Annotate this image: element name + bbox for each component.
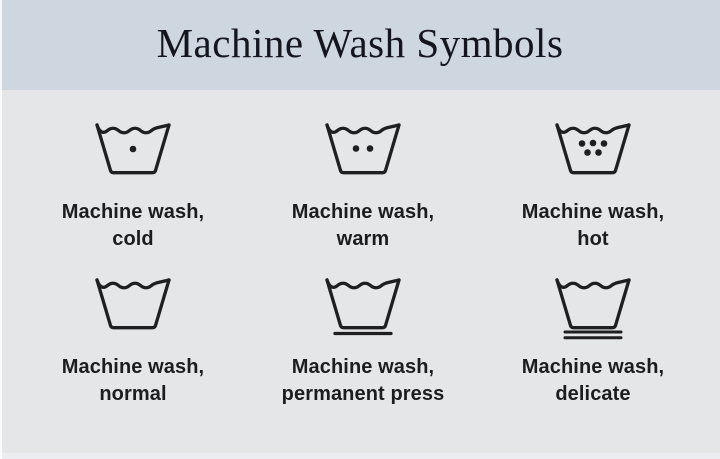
symbol-card-machine-wash-warm: Machine wash, warm: [248, 120, 478, 275]
symbol-label-line2: warm: [336, 227, 390, 250]
symbol-label: Machine wash, permanent press: [282, 354, 445, 407]
symbol-label-line1: Machine wash,: [61, 356, 205, 378]
machine-wash-hot-icon: [553, 120, 633, 186]
symbol-label-line1: Machine wash,: [61, 201, 205, 223]
symbol-card-machine-wash-normal: Machine wash, normal: [18, 275, 248, 459]
symbol-label-line1: Machine wash,: [521, 356, 665, 378]
symbol-label: Machine wash, cold: [62, 199, 204, 252]
machine-wash-warm-icon: [323, 120, 403, 186]
symbol-label-line2: hot: [577, 227, 609, 250]
symbol-card-machine-wash-hot: Machine wash, hot: [478, 120, 708, 275]
symbol-label: Machine wash, normal: [62, 354, 204, 407]
symbol-card-machine-wash-permanent-press: Machine wash, permanent press: [248, 275, 478, 459]
bottom-edge-strip: [0, 453, 720, 459]
left-edge-highlight: [0, 0, 2, 459]
symbol-label: Machine wash, hot: [522, 199, 664, 252]
page-title: Machine Wash Symbols: [156, 19, 564, 66]
symbol-label: Machine wash, delicate: [522, 354, 664, 407]
symbol-card-machine-wash-delicate: Machine wash, delicate: [478, 275, 708, 459]
machine-wash-normal-icon: [93, 275, 173, 341]
symbol-label-line2: permanent press: [281, 382, 445, 405]
symbol-card-machine-wash-cold: Machine wash, cold: [18, 120, 248, 275]
symbol-label: Machine wash, warm: [292, 199, 434, 252]
machine-wash-permanent-press-icon: [323, 275, 403, 341]
symbol-label-line1: Machine wash,: [291, 356, 435, 378]
machine-wash-cold-icon: [93, 120, 173, 186]
header-banner: Machine Wash Symbols: [0, 0, 720, 90]
machine-wash-delicate-icon: [553, 275, 633, 341]
symbol-label-line1: Machine wash,: [291, 201, 435, 223]
symbol-label-line2: cold: [112, 227, 154, 250]
symbol-label-line1: Machine wash,: [521, 201, 665, 223]
symbol-label-line2: normal: [99, 382, 167, 405]
symbol-label-line2: delicate: [555, 382, 631, 405]
